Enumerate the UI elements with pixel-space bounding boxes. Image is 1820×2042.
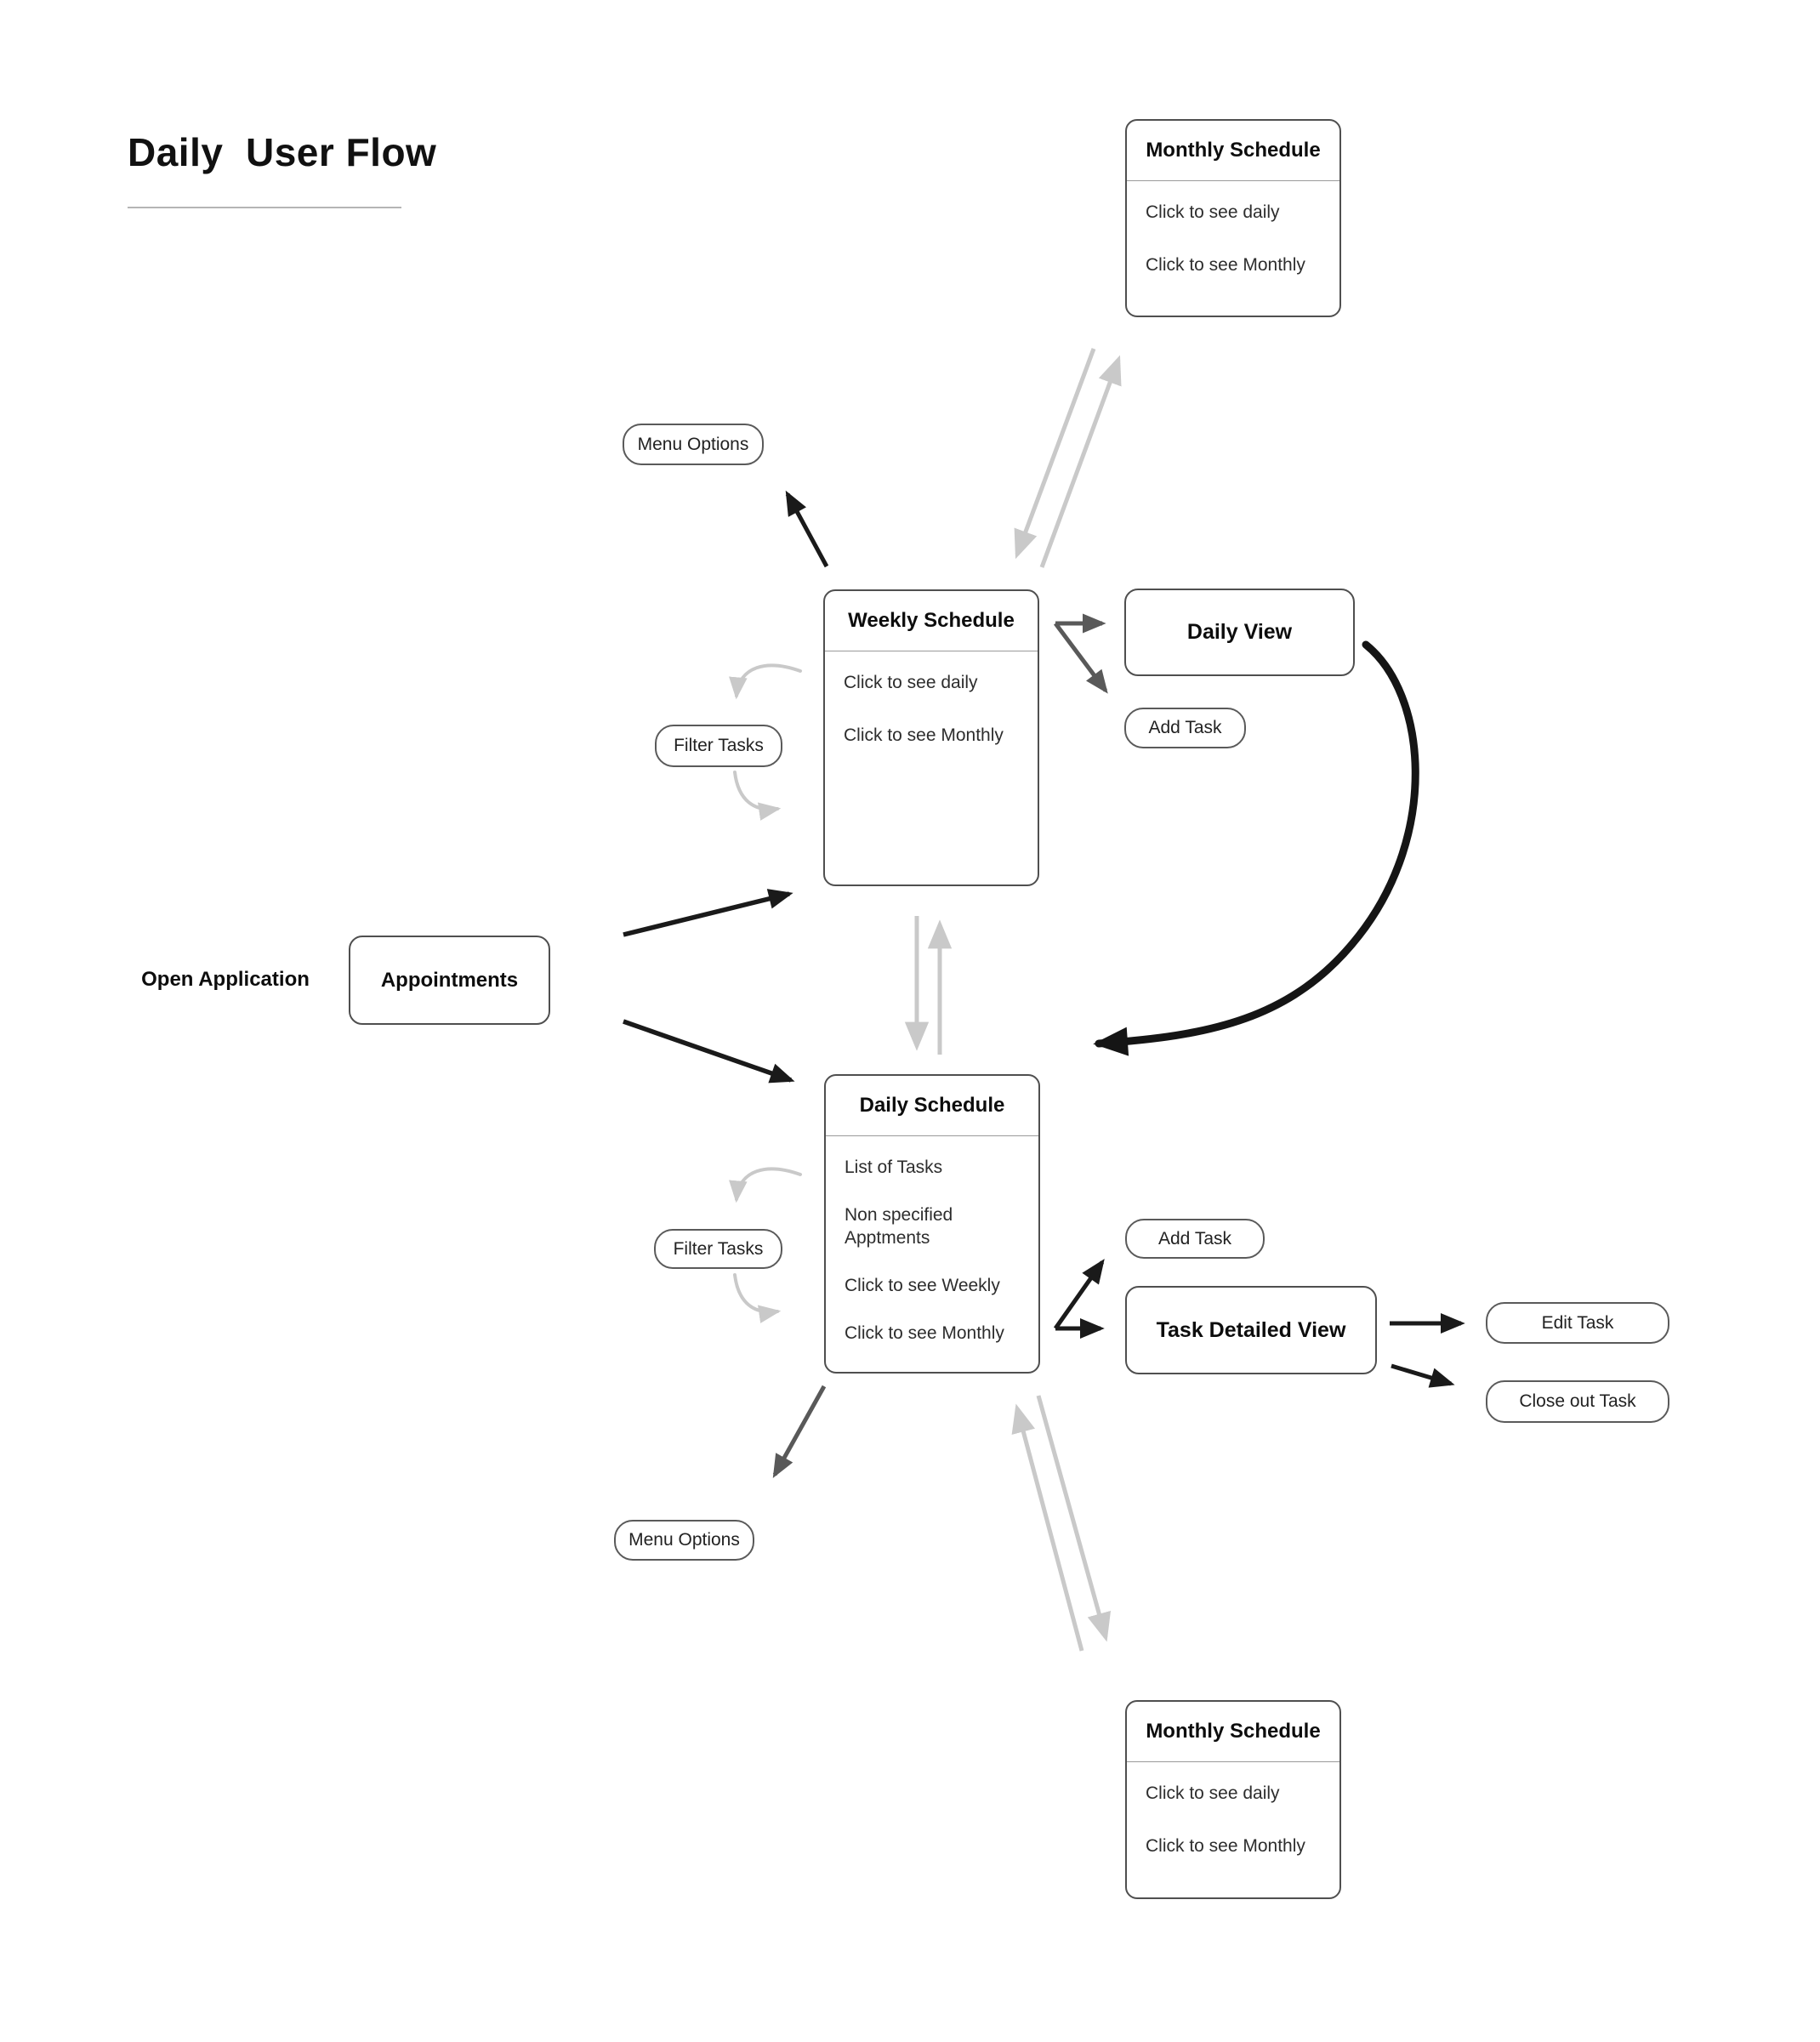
node-edit-task: Edit Task bbox=[1486, 1302, 1669, 1344]
node-task-detailed-view: Task Detailed View bbox=[1125, 1286, 1377, 1374]
node-monthly-schedule-bottom: Monthly Schedule Click to see daily Clic… bbox=[1125, 1700, 1341, 1899]
arrow-daily-to-add-task-mid bbox=[1053, 1259, 1105, 1330]
arrow-daily-to-menu-options-bottom bbox=[772, 1385, 827, 1479]
arrow-monthly-top-to-weekly bbox=[1014, 348, 1096, 560]
node-item: List of Tasks bbox=[845, 1158, 943, 1177]
node-item: Click to see Weekly bbox=[845, 1275, 1000, 1295]
node-monthly-schedule-top: Monthly Schedule Click to see daily Clic… bbox=[1125, 119, 1341, 317]
arrow-daily-to-filter-tasks-bottom bbox=[729, 1167, 802, 1203]
arrow-weekly-to-filter-tasks-top bbox=[729, 663, 802, 700]
arrow-filter-tasks-top-to-weekly bbox=[733, 771, 782, 821]
node-filter-tasks-bottom: Filter Tasks bbox=[654, 1229, 782, 1269]
node-daily-view: Daily View bbox=[1124, 589, 1355, 676]
node-daily-schedule: Daily Schedule List of Tasks Non specifi… bbox=[824, 1074, 1040, 1374]
node-title: Monthly Schedule bbox=[1127, 121, 1339, 181]
node-item: Click to see Monthly bbox=[844, 725, 1004, 746]
arrow-monthly-bottom-to-daily-schedule bbox=[1011, 1403, 1084, 1652]
node-item: Click to see daily bbox=[844, 673, 978, 692]
node-add-task-mid: Add Task bbox=[1125, 1219, 1265, 1259]
arrow-weekly-to-menu-options-top bbox=[785, 490, 829, 568]
arrow-daily-view-to-daily-schedule bbox=[1093, 640, 1419, 1056]
node-menu-options-top: Menu Options bbox=[623, 424, 764, 465]
node-filter-tasks-top: Filter Tasks bbox=[655, 725, 782, 767]
node-item: Click to see Monthly bbox=[1146, 1836, 1305, 1857]
node-items: Click to see daily Click to see Monthly bbox=[1127, 1762, 1339, 1879]
node-close-out-task: Close out Task bbox=[1486, 1380, 1669, 1423]
node-title: Daily Schedule bbox=[826, 1076, 1038, 1136]
arrow-filter-tasks-bottom-to-daily bbox=[733, 1273, 782, 1323]
node-menu-options-bottom: Menu Options bbox=[614, 1520, 754, 1561]
arrow-appointments-to-daily bbox=[623, 1019, 795, 1084]
node-item: Click to see daily bbox=[1146, 1783, 1280, 1803]
title-underline bbox=[128, 207, 401, 208]
node-item: Non specified Apptments bbox=[845, 1205, 953, 1248]
node-weekly-schedule: Weekly Schedule Click to see daily Click… bbox=[823, 589, 1039, 886]
arrow-tdv-to-close-out-task bbox=[1391, 1363, 1455, 1388]
node-items: Click to see daily Click to see Monthly bbox=[1127, 181, 1339, 298]
node-items: Click to see daily Click to see Monthly bbox=[825, 651, 1038, 768]
node-add-task-top: Add Task bbox=[1124, 708, 1246, 748]
node-appointments: Appointments bbox=[349, 936, 550, 1025]
arrow-weekly-to-monthly-top bbox=[1039, 355, 1122, 568]
page-title: Daily User Flow bbox=[128, 130, 437, 174]
node-item: Click to see Monthly bbox=[845, 1323, 1004, 1343]
arrow-weekly-to-add-task-top bbox=[1053, 622, 1108, 694]
node-title: Weekly Schedule bbox=[825, 591, 1038, 651]
node-item: Click to see Monthly bbox=[1146, 255, 1305, 276]
node-title: Monthly Schedule bbox=[1127, 1702, 1339, 1762]
node-item: Click to see daily bbox=[1146, 202, 1280, 222]
label-open-application: Open Application bbox=[141, 968, 310, 991]
node-items: List of Tasks Non specified Apptments Cl… bbox=[826, 1136, 1038, 1365]
arrow-daily-schedule-to-monthly-bottom bbox=[1036, 1395, 1112, 1642]
arrow-appointments-to-weekly bbox=[623, 889, 793, 937]
